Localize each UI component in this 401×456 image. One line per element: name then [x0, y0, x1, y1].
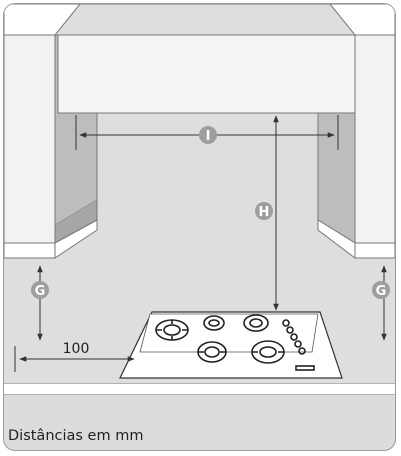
- burner: [197, 341, 227, 363]
- range-hood: [57, 34, 356, 114]
- left-upper-cabinet: [4, 34, 56, 244]
- svg-text:H: H: [259, 205, 270, 220]
- counter-strip: [4, 383, 395, 395]
- marker-g-left: G: [31, 281, 49, 299]
- caption: Distâncias em mm: [8, 428, 144, 444]
- footer-band: [4, 395, 395, 450]
- marker-g-right: G: [372, 281, 390, 299]
- marker-h: H: [255, 202, 273, 220]
- distance-label-100: 100: [63, 341, 90, 357]
- burner: [243, 314, 269, 332]
- right-upper-cabinet: [354, 34, 395, 244]
- marker-i: I: [199, 126, 217, 144]
- control-knobs: [282, 319, 315, 371]
- svg-text:I: I: [206, 129, 211, 144]
- burner: [203, 315, 225, 331]
- svg-text:G: G: [35, 284, 46, 299]
- burner: [251, 340, 285, 364]
- gas-cooktop-icon: [155, 314, 315, 371]
- burner: [155, 319, 189, 341]
- svg-text:G: G: [376, 284, 387, 299]
